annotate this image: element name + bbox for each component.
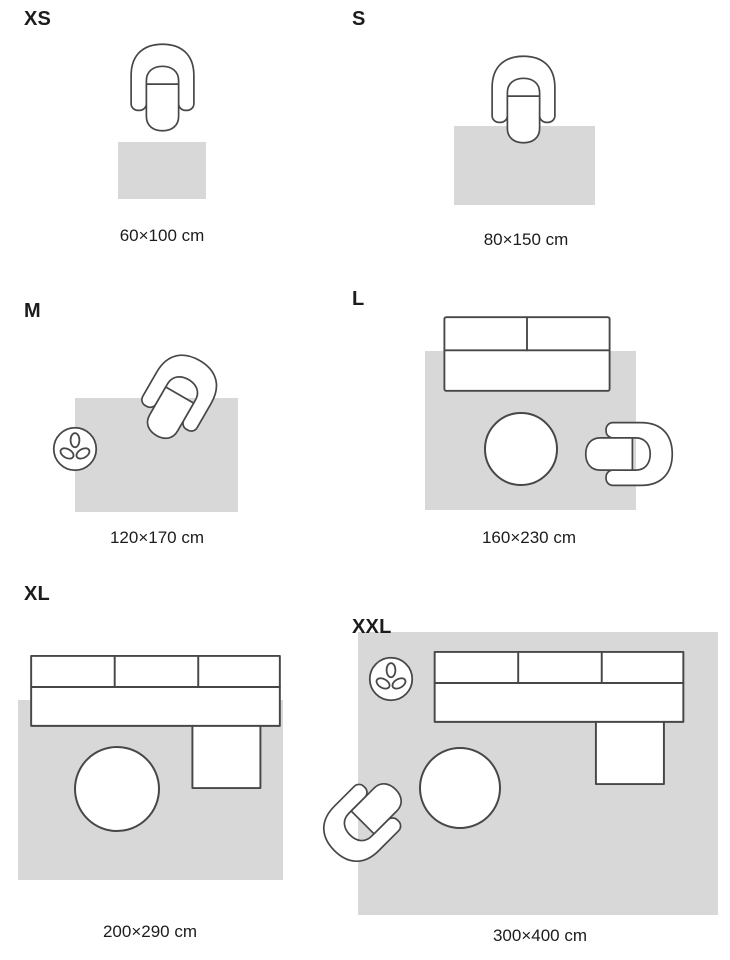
scene-xs [118, 43, 206, 199]
dimension-label-m: 120×170 cm [109, 528, 205, 547]
armchair-icon [130, 43, 195, 132]
plant-icon [368, 656, 414, 702]
scene-xxl [311, 632, 718, 915]
scene-l [425, 316, 674, 510]
sofa-icon [443, 316, 611, 392]
scene-s [454, 55, 595, 205]
dimension-label-xl: 200×290 cm [102, 922, 198, 941]
size-label-m: M [24, 300, 41, 322]
size-label-xl: XL [24, 583, 50, 605]
dimension-label-l: 160×230 cm [481, 528, 577, 547]
dimension-label-xxl: 300×400 cm [492, 926, 588, 945]
scene-xl [18, 654, 283, 880]
size-label-xs: XS [24, 8, 52, 30]
dimension-label-s: 80×150 cm [483, 230, 569, 249]
dimension-label-xs: 60×100 cm [119, 226, 205, 245]
plant-icon [52, 426, 98, 472]
size-label-s: S [352, 8, 366, 30]
size-label-l: L [352, 288, 365, 310]
rug-xs [118, 142, 206, 199]
coffee-table-icon [74, 746, 160, 832]
coffee-table-icon [484, 412, 558, 486]
scene-m [52, 343, 238, 512]
coffee-table-icon [419, 747, 501, 829]
size-label-xxl: XXL [352, 616, 392, 638]
